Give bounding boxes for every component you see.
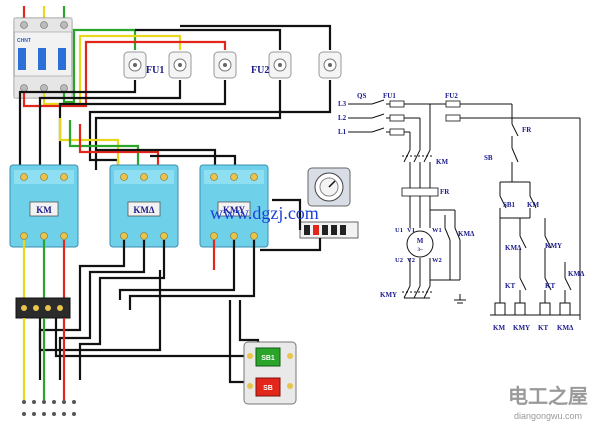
timer-relay xyxy=(299,167,359,239)
fuse-to-contactor-wires xyxy=(18,80,332,170)
schematic-coil-km: KM xyxy=(493,324,505,332)
contactor-km-delta: KMΔ xyxy=(109,164,179,248)
schematic-motor-phase: 3~ xyxy=(417,248,423,253)
schematic-sb1: SB1 xyxy=(503,201,516,209)
schematic-terminal-u1: U1 xyxy=(395,227,403,234)
contactor-km: KM xyxy=(9,164,79,248)
contactor-km-label: KM xyxy=(36,205,52,215)
brand-watermark: 电工之屋 diangongwu.com xyxy=(508,384,588,421)
fuse xyxy=(318,51,342,79)
schematic-coil-kt: KT xyxy=(538,324,548,332)
schematic-sb: SB xyxy=(484,154,493,162)
schematic-kmd-interlock: KMΔ xyxy=(568,270,585,278)
schematic-terminal-u2: U2 xyxy=(395,257,403,264)
fuse xyxy=(168,51,192,79)
watermark-site: www.dgzj.com xyxy=(210,203,319,223)
schematic-motor-m: M xyxy=(417,237,424,245)
schematic-terminal-v1: V1 xyxy=(407,227,415,234)
brand-logo-text: 电工之屋 xyxy=(508,384,588,408)
stop-button-label: SB xyxy=(263,385,273,392)
contactor-kmy: KMY xyxy=(199,164,269,248)
schematic-line-l1: L1 xyxy=(338,128,347,136)
schematic-kt2: KT xyxy=(545,282,555,290)
push-buttons: SB1 SB xyxy=(243,341,297,405)
schematic-terminal-w1: W1 xyxy=(432,227,442,234)
schematic-kt1: KT xyxy=(505,282,515,290)
schematic-km-hold: KM xyxy=(527,201,539,209)
schematic-kmd-main: KMΔ xyxy=(458,230,475,238)
schematic-line-l2: L2 xyxy=(338,114,347,122)
fu1-label: FU1 xyxy=(146,65,164,76)
brand-url: diangongwu.com xyxy=(514,411,582,421)
schematic-coil-kmd: KMΔ xyxy=(557,324,574,332)
fuse xyxy=(213,51,237,79)
schematic-line-l3: L3 xyxy=(338,100,347,108)
schematic-km-main: KM xyxy=(436,158,448,166)
fuse-holders: FU1 FU2 xyxy=(123,51,342,79)
thermal-relay xyxy=(15,297,71,319)
contactor-km-delta-label: KMΔ xyxy=(133,205,154,215)
breaker-brand: CHNT xyxy=(17,38,31,44)
schematic-fr-contact: FR xyxy=(522,126,532,134)
schematic-coil-kmy: KMY xyxy=(513,324,530,332)
breaker-to-fuse-wires xyxy=(22,24,332,108)
fu2-label: FU2 xyxy=(251,65,269,76)
schematic-fu1: FU1 xyxy=(383,92,396,100)
schematic-kmy-main: KMY xyxy=(380,291,397,299)
contactor-kmy-label: KMY xyxy=(223,205,245,215)
start-button-label: SB1 xyxy=(261,355,275,362)
schematic-kmy-aux: KMY xyxy=(545,242,562,250)
contactors: KM KMΔ KMY xyxy=(9,164,269,248)
schematic-terminal-w2: W2 xyxy=(432,257,442,264)
schematic-kmd-aux: KMΔ xyxy=(505,244,522,252)
schematic-fu2: FU2 xyxy=(445,92,458,100)
circuit-breaker: CHNT xyxy=(13,17,73,99)
schematic-fr-heater: FR xyxy=(440,188,450,196)
fuse xyxy=(123,51,147,79)
schematic-terminal-v2: V2 xyxy=(407,257,415,264)
schematic: L3 L2 L1 QS FU1 FU2 KM xyxy=(338,92,585,332)
fuse xyxy=(268,51,292,79)
motor-leads xyxy=(22,318,76,416)
schematic-qs: QS xyxy=(357,92,366,100)
